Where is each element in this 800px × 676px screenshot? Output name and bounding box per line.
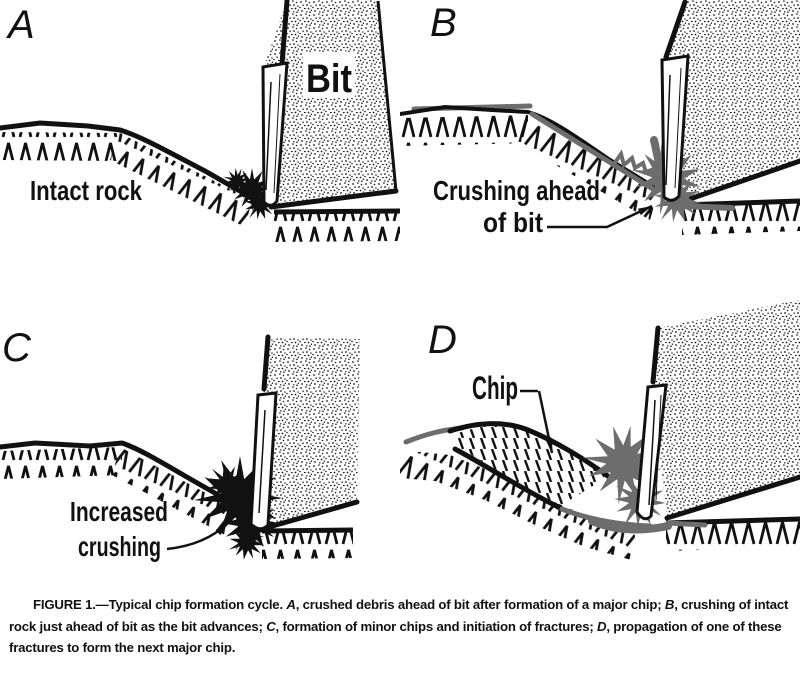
caption-letter-a: A xyxy=(286,597,296,612)
chip-top-edge xyxy=(447,421,612,480)
caption-segment: , crushed debris ahead of bit after form… xyxy=(295,597,665,612)
caption-segment: fractures to form the next major chip. xyxy=(9,640,236,655)
panel-c: Increased crushing C xyxy=(0,326,360,566)
rock-surface xyxy=(400,103,800,235)
figure-caption: FIGURE 1.—Typical chip formation cycle. … xyxy=(0,594,800,659)
fracture-line xyxy=(452,446,565,512)
increased-label-line2: crushing xyxy=(78,531,161,562)
caption-segment: , crushing of intact xyxy=(674,597,789,612)
chip-label: Chip xyxy=(472,370,518,406)
rock-surface xyxy=(0,440,354,559)
rock-shank-block xyxy=(650,300,800,521)
drill-bit xyxy=(249,391,278,531)
crushing-label-line2: of bit xyxy=(483,207,543,238)
leader-arrow xyxy=(166,522,229,551)
bit-label-backing xyxy=(303,52,355,98)
caption-segment: , formation of minor chips and initiatio… xyxy=(275,618,597,634)
crushing-zone xyxy=(575,418,708,540)
panel-b: Crushing ahead of bit B xyxy=(400,0,800,238)
rock-shank-block xyxy=(663,0,800,204)
intact-rock-surface xyxy=(0,120,400,242)
bit-label: Bit xyxy=(306,57,352,101)
panel-letter-a: A xyxy=(6,3,35,47)
panel-letter-d: D xyxy=(428,318,457,362)
caption-segment: , propagation of one of these xyxy=(606,618,782,634)
caption-segment: rock just ahead of bit as the bit advanc… xyxy=(9,618,267,634)
caption-segment: FIGURE 1.—Typical chip formation cycle. xyxy=(33,597,287,612)
drill-bit xyxy=(635,383,668,521)
increased-label-line1: Increased xyxy=(70,496,168,527)
leader-arrow xyxy=(537,390,554,454)
intact-rock-label: Intact rock xyxy=(30,175,142,206)
caption-letter-d: D xyxy=(596,618,607,634)
rock-surface xyxy=(400,425,800,561)
panel-letter-c: C xyxy=(2,326,32,370)
rock-shank-block xyxy=(265,0,399,210)
rock-shank-block xyxy=(259,334,360,532)
drill-bit xyxy=(660,54,690,202)
panel-d: Chip D xyxy=(400,300,800,561)
caption-letter-c: C xyxy=(266,618,276,634)
crushing-label-line1: Crushing ahead xyxy=(433,175,600,206)
drill-bit xyxy=(261,61,289,207)
leader-arrow xyxy=(547,204,653,229)
panel-letter-b: B xyxy=(430,1,457,45)
panel-a: Bit Intact rock A xyxy=(0,0,400,242)
caption-letter-b: B xyxy=(664,597,675,612)
